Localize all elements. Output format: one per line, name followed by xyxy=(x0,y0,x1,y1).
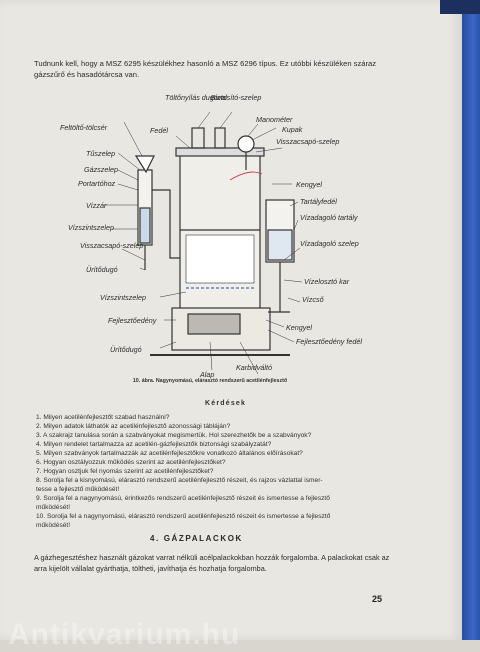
questions-heading: Kérdések xyxy=(205,400,247,407)
label-vizadagolo-szelep: Vízadagoló szelep xyxy=(300,239,359,248)
label-karbidvalto: Karbidváltó xyxy=(236,363,272,372)
label-fejlesztoedeny: Fejlesztőedény xyxy=(108,316,157,325)
label-manometer: Manométer xyxy=(256,115,293,124)
question-3: 3. A szakrajz tanulása során a szabványo… xyxy=(36,432,312,439)
book-page: Tudnunk kell, hogy a MSZ 6295 készülékhe… xyxy=(0,0,462,651)
label-vizcso: Vízcső xyxy=(302,295,325,304)
question-4: 4. Milyen rendelet tartalmazza az acetil… xyxy=(36,441,272,448)
question-2: 2. Milyen adatok láthatók az acetilénfej… xyxy=(36,423,231,430)
label-biztosito-szelep: Biztosító-szelep xyxy=(211,93,262,102)
label-kengyel-top: Kengyel xyxy=(296,180,322,189)
label-visszacsapo-szelep-left: Visszacsapó-szelep xyxy=(80,241,143,250)
question-10: 10. Sorolja fel a nagynyomású, elárasztó… xyxy=(36,513,331,520)
figure-caption: 10. ábra. Nagynyomású, elárasztó rendsze… xyxy=(132,378,288,384)
watermark: Antikvarium.hu xyxy=(8,618,241,651)
label-uritodugo-top: Ürítődugó xyxy=(86,265,118,274)
label-fedel: Fedél xyxy=(150,126,168,135)
page-number: 25 xyxy=(372,594,383,604)
label-fejlesztoedeny-fedel: Fejlesztőedény fedél xyxy=(296,337,362,346)
label-vizzar: Vízzár xyxy=(86,201,107,210)
label-alap: Alap xyxy=(199,370,214,379)
section-title: 4. GÁZPALACKOK xyxy=(150,534,243,543)
label-gazszelep: Gázszelep xyxy=(84,165,118,174)
label-uritodugo-bottom: Ürítődugó xyxy=(110,345,142,354)
question-7: 7. Hogyan osztjuk fel nyomás szerint az … xyxy=(36,468,214,475)
question-6: 6. Hogyan osztályozzuk működés szerint a… xyxy=(36,459,226,466)
label-vizszintszelep-left: Vízszintszelep xyxy=(68,223,114,232)
blue-binder-edge xyxy=(462,0,480,640)
label-kengyel-bottom: Kengyel xyxy=(286,323,312,332)
binder-corner xyxy=(440,0,480,14)
section-paragraph: A gázhegesztéshez használt gázokat varra… xyxy=(34,553,390,573)
question-8-cont: tesse a fejlesztő működését! xyxy=(36,486,120,493)
label-vizeloszto-kar: Vízelosztó kar xyxy=(304,277,350,286)
label-vizszintszelep-mid: Vízszintszelep xyxy=(100,293,146,302)
question-8: 8. Sorolja fel a kisnyomású, elárasztó r… xyxy=(36,477,323,484)
question-9-cont: működését! xyxy=(36,504,71,511)
label-vizadagolo-tartaly: Vízadagoló tartály xyxy=(300,213,358,222)
label-visszacsapo-szelep-top: Visszacsapó-szelep xyxy=(276,137,339,146)
label-portartohoz: Portartóhoz xyxy=(78,179,116,188)
label-tartalyfedel: Tartályfedél xyxy=(300,197,337,206)
question-1: 1. Milyen acetilénfejlesztőt szabad hasz… xyxy=(36,414,170,421)
label-kupak: Kupak xyxy=(282,125,303,134)
acetylene-generator-diagram: Töltőnyílás dugóval Biztosító-szelep Fel… xyxy=(60,93,362,379)
question-9: 9. Sorolja fel a nagynyomású, érintkezős… xyxy=(36,495,330,502)
label-toltonyilas: Töltőnyílás dugóval xyxy=(165,93,227,102)
generator-body xyxy=(134,127,295,356)
question-5: 5. Milyen szabványok tartalmazzák az ace… xyxy=(36,450,303,457)
label-feltolto-tolcser: Feltöltő-tölcsér xyxy=(60,123,108,132)
intro-paragraph: Tudnunk kell, hogy a MSZ 6295 készülékhe… xyxy=(34,59,377,79)
question-10-cont: működését! xyxy=(36,522,71,529)
label-tuszelep: Tűszelep xyxy=(86,149,115,158)
